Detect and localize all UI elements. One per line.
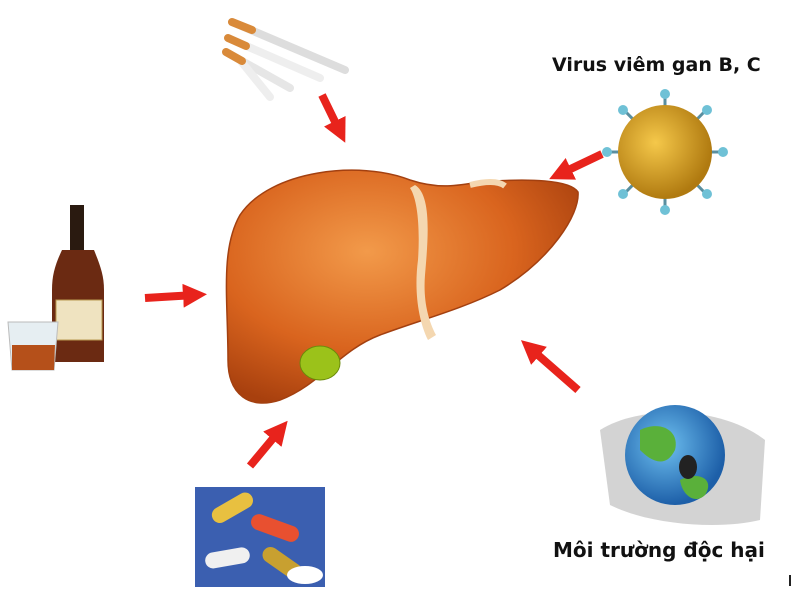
- pills-icon: [195, 487, 325, 587]
- alcohol-bottle-icon: [7, 205, 104, 371]
- arrow-cigarettes: [318, 93, 346, 143]
- arrow-alcohol: [144, 283, 207, 308]
- virus-icon: [602, 89, 728, 215]
- arrow-environment: [520, 340, 581, 394]
- virus-label: Virus viêm gan B, C: [552, 54, 761, 76]
- liver: [225, 169, 579, 404]
- arrow-virus: [549, 150, 604, 180]
- arrows: [144, 93, 604, 469]
- environment-label: Môi trường độc hại: [553, 538, 765, 562]
- arrow-drugs: [246, 420, 288, 469]
- polluted-earth-icon: [600, 405, 765, 525]
- cigarettes-icon: [222, 18, 349, 101]
- gallbladder: [299, 345, 341, 381]
